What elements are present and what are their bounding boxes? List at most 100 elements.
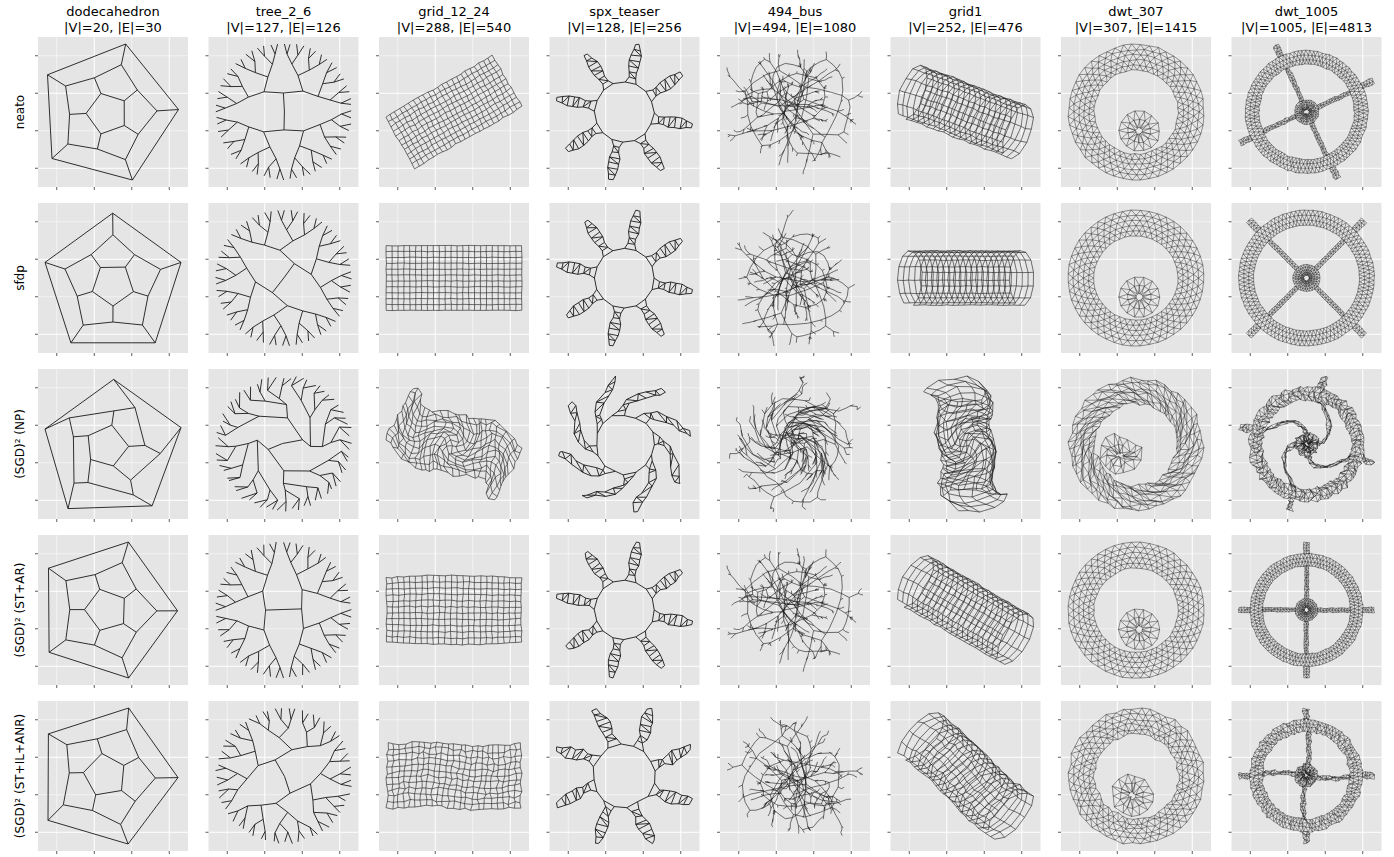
gridline	[851, 701, 852, 851]
layout-panel	[888, 369, 1041, 522]
gridline	[1232, 334, 1382, 335]
gridline	[550, 387, 700, 388]
axis-tick	[946, 519, 947, 522]
axis-tick	[547, 259, 550, 260]
graph-drawing	[727, 50, 863, 174]
axis-tick	[717, 591, 720, 592]
axis-tick	[547, 794, 550, 795]
gridline	[605, 37, 606, 187]
gridline	[379, 794, 529, 795]
axis-tick	[206, 221, 209, 222]
axis-tick	[339, 353, 340, 356]
gridline	[946, 203, 947, 353]
axis-tick	[264, 353, 265, 356]
axis-tick	[376, 168, 379, 169]
column-title: dwt_307	[1051, 4, 1221, 20]
graph-drawing	[557, 210, 693, 346]
axis-tick	[680, 685, 681, 688]
axis-tick	[888, 832, 891, 833]
axis-tick	[35, 462, 38, 463]
layout-panel	[1229, 203, 1382, 356]
axis-tick	[206, 334, 209, 335]
axis-tick	[851, 519, 852, 522]
axis-tick	[738, 519, 739, 522]
axis-tick	[1229, 462, 1232, 463]
axis-tick	[888, 221, 891, 222]
gridline	[38, 832, 188, 833]
gridline	[435, 701, 436, 851]
gridlines	[547, 37, 700, 190]
axis-tick	[1021, 851, 1022, 854]
panel-background	[891, 203, 1041, 353]
gridline	[38, 334, 188, 335]
graph-drawing	[1068, 44, 1204, 180]
layout-panel	[1229, 369, 1382, 522]
axis-tick	[1229, 832, 1232, 833]
axis-tick	[94, 353, 95, 356]
gridline	[38, 387, 188, 388]
layout-panel	[547, 203, 700, 356]
graph-size-label: |V|=307, |E|=1415	[1051, 20, 1221, 36]
axis-tick	[717, 757, 720, 758]
axis-tick	[1229, 296, 1232, 297]
gridline	[209, 259, 359, 260]
axis-tick	[717, 93, 720, 94]
gridline	[643, 535, 644, 685]
layout-panel	[1229, 535, 1382, 688]
gridline	[227, 701, 228, 851]
axis-tick	[302, 353, 303, 356]
gridline	[472, 701, 473, 851]
gridlines	[1229, 535, 1382, 688]
axis-tick	[169, 519, 170, 522]
gridline	[568, 701, 569, 851]
axis-tick	[206, 666, 209, 667]
gridline	[851, 535, 852, 685]
axis-tick	[302, 685, 303, 688]
axis-tick	[888, 719, 891, 720]
gridline	[738, 37, 739, 187]
axis-tick	[547, 553, 550, 554]
axis-tick	[1154, 353, 1155, 356]
gridlines	[547, 701, 700, 854]
gridline	[550, 500, 700, 501]
axis-tick	[94, 851, 95, 854]
gridlines	[1058, 369, 1211, 522]
axis-tick	[376, 666, 379, 667]
axis-tick	[547, 387, 550, 388]
gridline	[776, 37, 777, 187]
axis-tick	[35, 591, 38, 592]
gridline	[776, 203, 777, 353]
axis-tick	[264, 187, 265, 190]
axis-tick	[131, 685, 132, 688]
axis-tick	[717, 387, 720, 388]
gridline	[984, 203, 985, 353]
axis-tick	[264, 685, 265, 688]
layout-panel	[547, 535, 700, 688]
axis-tick	[1058, 259, 1061, 260]
axis-tick	[776, 685, 777, 688]
gridline	[1362, 203, 1363, 353]
gridline	[169, 369, 170, 519]
axis-tick	[605, 519, 606, 522]
graph-drawing	[1239, 44, 1375, 180]
axis-tick	[35, 334, 38, 335]
gridline	[379, 296, 529, 297]
axis-tick	[547, 168, 550, 169]
axis-tick	[227, 519, 228, 522]
gridline	[1232, 221, 1382, 222]
axis-tick	[717, 168, 720, 169]
gridline	[550, 221, 700, 222]
gridline	[813, 369, 814, 519]
gridline	[131, 37, 132, 187]
axis-tick	[1058, 553, 1061, 554]
gridline	[379, 832, 529, 833]
panel-background	[379, 37, 529, 187]
gridline	[720, 794, 870, 795]
gridlines	[206, 203, 359, 356]
gridline	[510, 535, 511, 685]
gridlines	[1229, 37, 1382, 190]
axis-tick	[206, 462, 209, 463]
gridline	[472, 535, 473, 685]
gridline	[738, 369, 739, 519]
axis-tick	[1325, 519, 1326, 522]
